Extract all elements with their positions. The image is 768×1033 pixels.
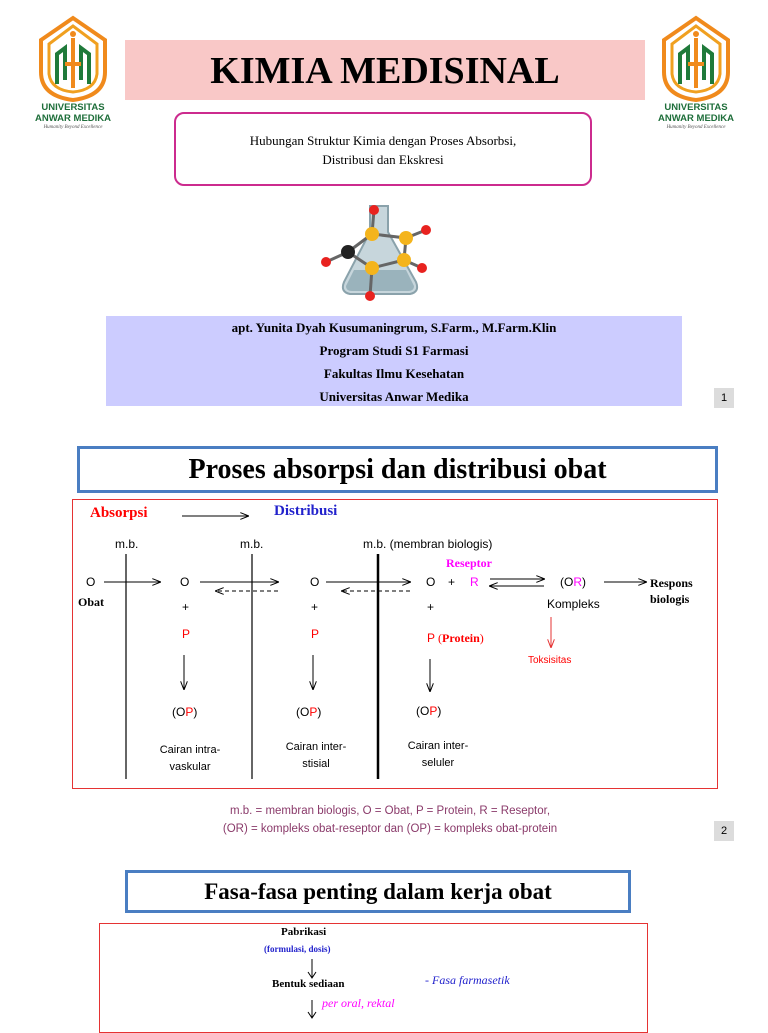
label-bentuk-sediaan: Bentuk sediaan [272,978,345,990]
plus-2: + [311,600,319,614]
label-kompleks: Kompleks [547,597,600,611]
university-tagline: Humanity Beyond Excellence [43,125,103,130]
molecule-flask-icon [321,205,431,301]
fluid-interstitial-line1: Cairan inter- [285,741,347,753]
plus-reseptor: + [448,575,456,589]
university-name-line2: ANWAR MEDIKA [35,113,111,124]
absorption-diagram [72,499,718,789]
op-open: (O [296,705,310,719]
op-open: (O [416,704,430,718]
diagram-arrows [104,499,718,779]
label-formulasi: (formulasi, dosis) [264,944,331,954]
label-toksisitas: Toksisitas [528,655,572,666]
label-distribusi: Distribusi [274,503,338,519]
complex-or: (OR) [560,575,586,589]
subtitle-line1: Hubungan Struktur Kimia dengan Proses Ab… [249,133,517,148]
protein-p-3-letter: P [427,631,436,645]
subtitle-box: Hubungan Struktur Kimia dengan Proses Ab… [174,112,592,186]
author-faculty: Fakultas Ilmu Kesehatan [323,366,465,381]
legend-line2: (OR) = kompleks obat-reseptor dan (OP) =… [222,823,558,835]
author-university: Universitas Anwar Medika [319,389,469,404]
phases-diagram [99,923,648,1033]
fluid-intercellular-line2: seluler [421,757,455,769]
drug-o-3: O [310,575,320,589]
legend-line1: m.b. = membran biologis, O = Obat, P = P… [229,805,551,817]
author-program: Program Studi S1 Farmasi [319,343,469,358]
phase-arrows [307,959,317,1019]
complex-or-r: R [573,575,583,589]
page-number-1: 1 [714,388,734,408]
label-pabrikasi: Pabrikasi [281,926,327,938]
op-close: ) [193,705,198,719]
receptor-r: R [470,575,479,589]
page-title: KIMIA MEDISINAL [125,40,645,100]
author-info: apt. Yunita Dyah Kusumaningrum, S.Farm.,… [106,316,682,406]
op-p: P [309,705,318,719]
drug-o-4: O [426,575,436,589]
plus-1: + [182,600,190,614]
fluid-intercellular: Cairan inter- seluler [388,738,488,772]
fluid-intravascular-line1: Cairan intra- [159,744,221,756]
label-obat: Obat [78,595,105,609]
university-logo-right: UNIVERSITAS ANWAR MEDIKA Humanity Beyond… [656,14,736,131]
op-close: ) [317,705,322,719]
membrane-label-2: m.b. [240,537,264,551]
complex-op-3: (OP) [416,704,441,718]
label-fasa-farmasetik: - Fasa farmasetik [425,973,510,987]
subtitle-line2: Distribusi dan Ekskresi [322,152,444,167]
complex-op-1: (OP) [172,705,197,719]
complex-op-2: (OP) [296,705,321,719]
protein-label: Protein [442,631,480,645]
fluid-intravascular: Cairan intra- vaskular [140,742,240,776]
university-logo-left: UNIVERSITAS ANWAR MEDIKA Humanity Beyond… [33,14,113,131]
drug-o-2: O [180,575,190,589]
fluid-interstitial-line2: stisial [302,758,330,770]
protein-p-2: P [311,627,320,641]
legend: m.b. = membran biologis, O = Obat, P = P… [140,802,640,838]
slide2-heading: Proses absorpsi dan distribusi obat [77,446,718,493]
fluid-intravascular-line2: vaskular [169,761,211,773]
author-name: apt. Yunita Dyah Kusumaningrum, S.Farm.,… [231,320,557,335]
respons-line2: biologis [650,592,690,606]
university-emblem-icon [662,15,730,102]
university-tagline: Humanity Beyond Excellence [666,125,726,130]
page-number-2: 2 [714,821,734,841]
membrane-label-1: m.b. [115,537,139,551]
protein-p-1: P [182,627,191,641]
label-absorpsi: Absorpsi [90,505,148,521]
university-name-line2: ANWAR MEDIKA [658,113,734,124]
plus-3: + [427,600,435,614]
op-p: P [429,704,438,718]
protein-p-3: P (Protein) [427,631,484,645]
membrane-label-full: m.b. (membran biologis) [363,537,493,551]
op-p: P [185,705,194,719]
op-close: ) [437,704,442,718]
label-reseptor: Reseptor [446,556,492,570]
complex-or-close: ) [582,575,587,589]
op-open: (O [172,705,186,719]
fluid-interstitial: Cairan inter- stisial [266,739,366,773]
label-respons: Respons biologis [650,575,693,607]
complex-or-open: (O [560,575,574,589]
drug-o-1: O [86,575,96,589]
slide3-heading: Fasa-fasa penting dalam kerja obat [125,870,631,913]
fluid-intercellular-line1: Cairan inter- [407,740,469,752]
university-name-line1: UNIVERSITAS [664,102,728,113]
label-per-oral: per oral, rektal [322,996,395,1010]
respons-line1: Respons [650,576,693,590]
university-name-line1: UNIVERSITAS [41,102,105,113]
university-emblem-icon [39,15,107,102]
